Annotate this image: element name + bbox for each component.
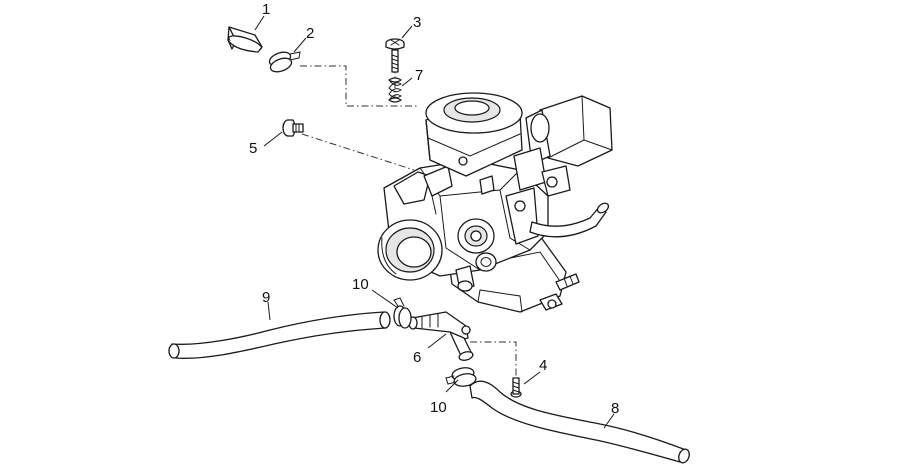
hose-left-part (168, 311, 391, 359)
hose-right-part (469, 380, 690, 464)
callout-4: 4 (539, 357, 547, 374)
callout-5: 5 (249, 140, 257, 157)
callout-8: 8 (611, 400, 619, 417)
bolt-part (282, 119, 304, 137)
callout-6: 6 (413, 349, 421, 366)
leader-lines (254, 15, 615, 429)
small-screw-part (510, 377, 522, 398)
callout-1: 1 (262, 1, 270, 18)
clamp-lower-part (445, 367, 477, 387)
spring-clamp-part (268, 51, 301, 73)
callout-10-upper: 10 (352, 276, 369, 293)
callout-9: 9 (262, 289, 270, 306)
callouts: 1 2 3 4 5 6 7 8 9 10 10 (249, 1, 619, 417)
callout-2: 2 (306, 25, 314, 42)
carburetor-body (377, 92, 613, 313)
callout-3: 3 (413, 14, 421, 31)
alignment-line-clamp (300, 65, 418, 107)
cap-part (227, 26, 263, 53)
clamp-upper-part (393, 297, 412, 329)
alignment-line-fitting (470, 341, 517, 382)
screw-part (385, 38, 405, 73)
callout-10-lower: 10 (430, 399, 447, 416)
spring-part (388, 77, 402, 103)
alignment-line-bolt (301, 133, 415, 171)
elbow-fitting-part (408, 311, 474, 361)
callout-7: 7 (415, 67, 423, 84)
